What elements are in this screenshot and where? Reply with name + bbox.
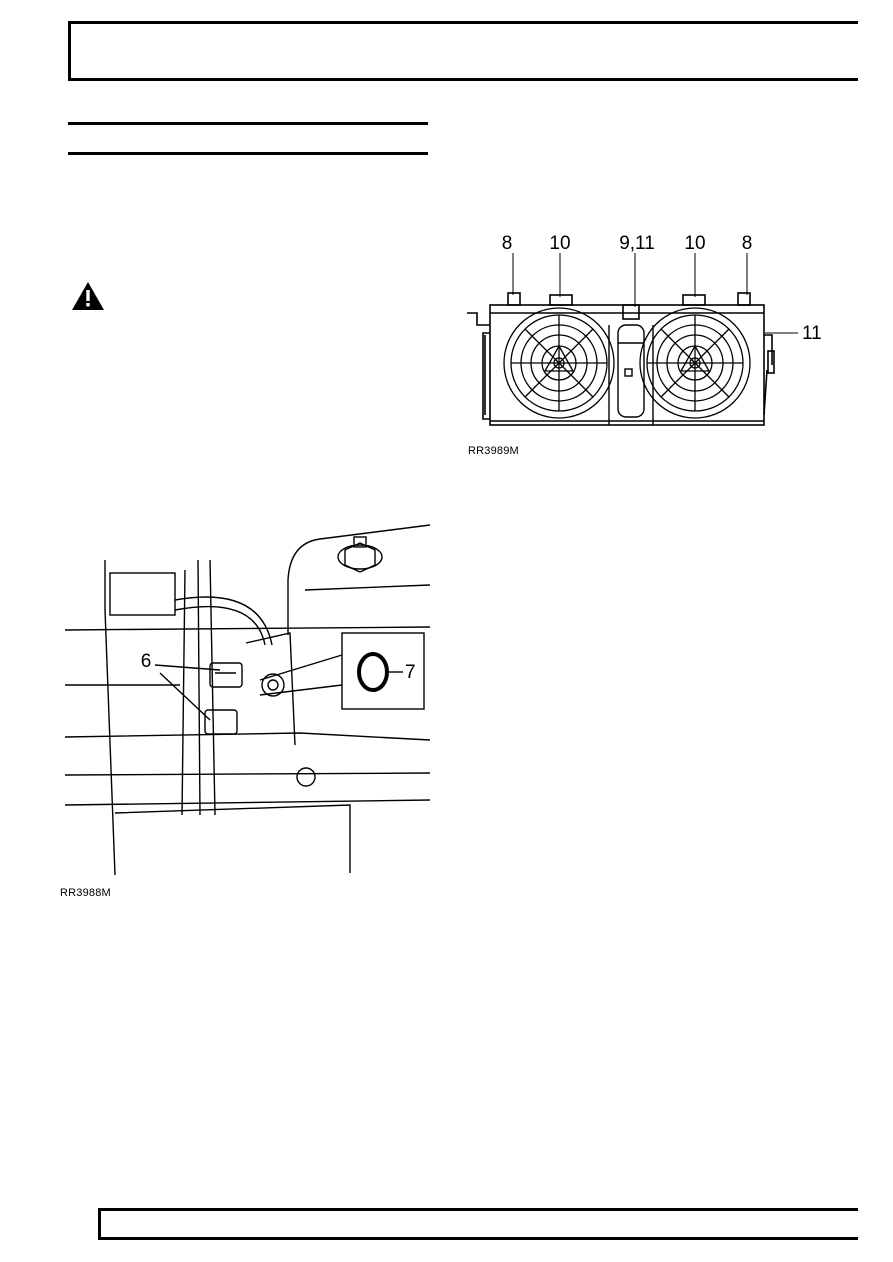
- callout-8-right: 8: [742, 233, 753, 254]
- section-rule-top: [68, 122, 428, 125]
- pipe-figure-caption: RR3988M: [60, 887, 111, 899]
- callout-6: 6: [141, 651, 152, 672]
- section-rule-bottom: [68, 152, 428, 155]
- warning-triangle-icon: [72, 282, 104, 310]
- page-footer-box: [98, 1208, 858, 1240]
- page-header-box: [68, 21, 858, 81]
- callout-8-left: 8: [502, 233, 513, 254]
- callout-9-11: 9,11: [619, 233, 655, 254]
- pipe-connection-diagram: 6 7: [64, 524, 431, 876]
- callout-11-right: 11: [802, 323, 822, 344]
- callout-10-left: 10: [549, 233, 570, 254]
- callout-7: 7: [405, 662, 416, 683]
- fan-figure-caption: RR3989M: [468, 445, 519, 457]
- fan-assembly-diagram: 8 10 9,11 10 8 11: [467, 233, 822, 426]
- callout-10-right: 10: [684, 233, 705, 254]
